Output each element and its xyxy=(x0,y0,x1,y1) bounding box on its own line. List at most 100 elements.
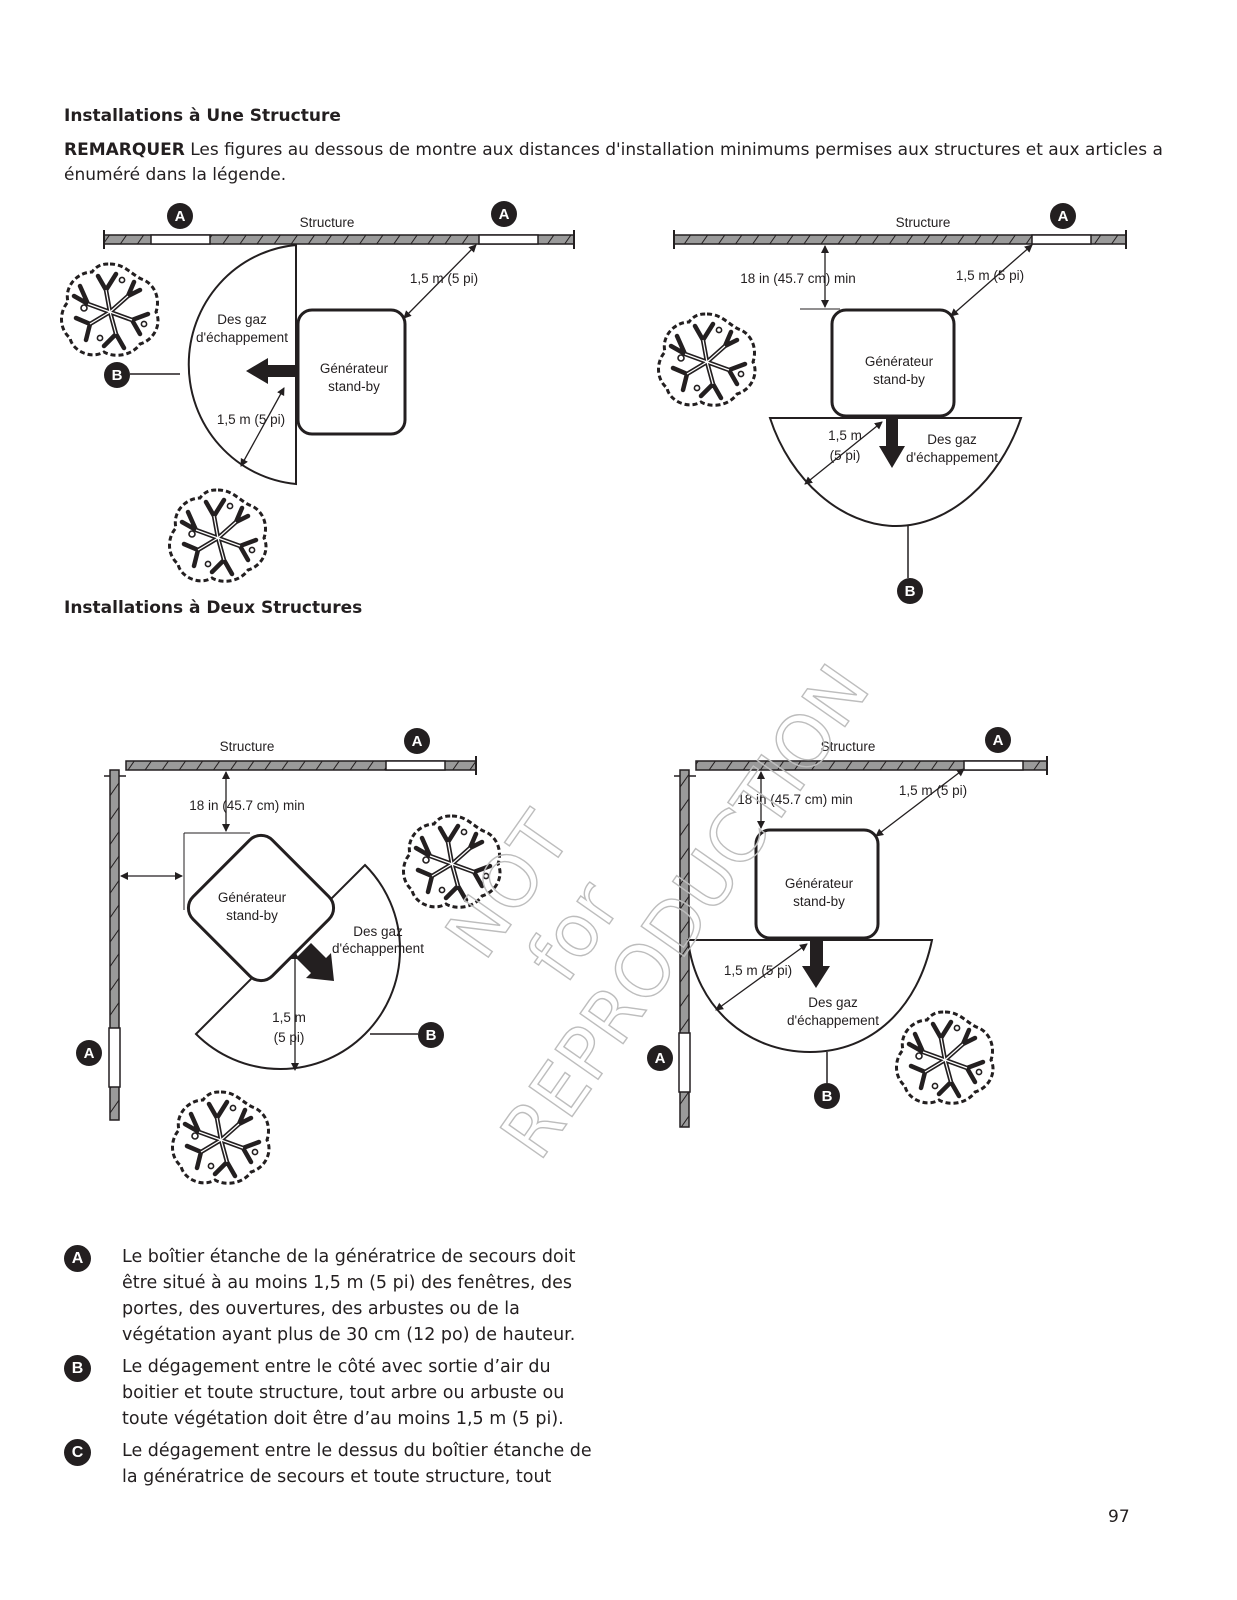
exhaust-zone xyxy=(187,243,297,486)
dimension-label: 1,5 m xyxy=(272,1010,306,1025)
dimension-label: (5 pi) xyxy=(830,448,861,463)
tree-icon xyxy=(173,1092,270,1183)
legend-text: Le dégagement entre le côté avec sortie … xyxy=(122,1357,565,1429)
marker-a-bubble: A xyxy=(404,728,430,754)
generator-label: Générateur xyxy=(865,354,934,369)
dimension-label: (5 pi) xyxy=(274,1030,305,1045)
exhaust-label: d'échappement xyxy=(787,1013,879,1028)
note-text: Les figures au dessous de montre aux dis… xyxy=(64,140,1163,185)
figure-two-structures-left: Structure A A 18 in (45.7 cm) min Généra… xyxy=(76,728,500,1183)
svg-text:A: A xyxy=(1058,208,1069,225)
legend-item-a: A Le boîtier étanche de la génératrice d… xyxy=(64,1244,584,1348)
figure-one-structure-right: Structure A 18 in (45.7 cm) min Générate… xyxy=(659,203,1127,604)
exhaust-arrow-icon xyxy=(246,358,296,384)
exhaust-label: d'échappement xyxy=(906,450,998,465)
svg-text:B: B xyxy=(822,1088,833,1105)
marker-a-bubble: A xyxy=(491,201,517,227)
svg-text:B: B xyxy=(112,367,123,384)
clearance-label: 18 in (45.7 cm) min xyxy=(740,271,856,286)
section-title-two-structures: Installations à Deux Structures xyxy=(64,598,363,618)
window-opening xyxy=(385,760,446,771)
tree-icon xyxy=(897,1012,994,1103)
window-opening xyxy=(108,1027,121,1088)
exhaust-arrow-icon xyxy=(802,940,830,988)
dimension-line xyxy=(715,943,808,1011)
generator-box xyxy=(186,833,336,983)
window-opening xyxy=(678,1032,691,1093)
dimension-label: 1,5 m (5 pi) xyxy=(410,271,478,286)
window-opening xyxy=(963,760,1024,771)
svg-text:A: A xyxy=(655,1050,666,1067)
tree-icon xyxy=(659,314,756,405)
svg-text:B: B xyxy=(426,1027,437,1044)
structure-wall xyxy=(109,769,120,1121)
marker-a-bubble: A xyxy=(647,1045,673,1071)
page-number: 97 xyxy=(1108,1507,1130,1527)
exhaust-arrow-icon xyxy=(296,943,334,981)
generator-box xyxy=(830,308,956,418)
svg-text:A: A xyxy=(993,732,1004,749)
dimension-line xyxy=(875,768,965,837)
generator-label: stand-by xyxy=(328,379,380,394)
dimension-label: 1,5 m (5 pi) xyxy=(899,783,967,798)
generator-box xyxy=(754,828,880,940)
exhaust-label: Des gaz xyxy=(217,312,267,327)
exhaust-label: d'échappement xyxy=(196,330,288,345)
generator-label: Générateur xyxy=(218,890,287,905)
tree-icon xyxy=(62,264,159,355)
dimension-line xyxy=(950,244,1033,317)
marker-a-bubble: A xyxy=(76,1040,102,1066)
svg-text:A: A xyxy=(84,1045,95,1062)
legend-text: Le dégagement entre le dessus du boîtier… xyxy=(122,1441,592,1487)
clearance-label: 18 in (45.7 cm) min xyxy=(189,798,305,813)
exhaust-arrow-icon xyxy=(879,418,905,468)
legend-item-b: B Le dégagement entre le côté avec sorti… xyxy=(64,1354,584,1434)
figure-two-structures-right: Structure A A 18 in (45.7 cm) min Généra… xyxy=(647,727,1048,1128)
structure-label: Structure xyxy=(821,739,876,754)
svg-text:A: A xyxy=(499,206,510,223)
generator-label: Générateur xyxy=(320,361,389,376)
dimension-line xyxy=(240,387,285,467)
legend-marker: C xyxy=(64,1439,91,1466)
generator-box xyxy=(296,308,407,436)
clearance-label: 18 in (45.7 cm) min xyxy=(737,792,853,807)
marker-a-bubble: A xyxy=(167,203,193,229)
window-opening xyxy=(1031,234,1092,245)
note-label: REMARQUER xyxy=(64,140,185,160)
structure-label: Structure xyxy=(896,215,951,230)
exhaust-label: Des gaz xyxy=(808,995,858,1010)
generator-label: stand-by xyxy=(793,894,845,909)
svg-text:B: B xyxy=(905,583,916,600)
figure-one-structure-left: Structure A A Générateur stand-by Des ga… xyxy=(62,201,575,581)
generator-label: Générateur xyxy=(785,876,854,891)
section-title-one-structure: Installations à Une Structure xyxy=(64,106,341,126)
note-paragraph: REMARQUER Les figures au dessous de mont… xyxy=(64,138,1164,188)
marker-b-bubble: B xyxy=(814,1083,840,1109)
marker-a-bubble: A xyxy=(985,727,1011,753)
exhaust-label: d'échappement xyxy=(332,941,424,956)
tree-icon xyxy=(170,490,267,581)
svg-text:A: A xyxy=(412,733,423,750)
window-opening xyxy=(478,234,539,245)
generator-label: stand-by xyxy=(226,908,278,923)
dimension-label: 1,5 m (5 pi) xyxy=(217,412,285,427)
exhaust-label: Des gaz xyxy=(927,432,977,447)
legend-item-c: C Le dégagement entre le dessus du boîti… xyxy=(64,1438,592,1494)
exhaust-label: Des gaz xyxy=(353,924,403,939)
dimension-line xyxy=(403,244,477,319)
marker-a-bubble: A xyxy=(1050,203,1076,229)
legend-marker: B xyxy=(64,1355,91,1382)
generator-label: stand-by xyxy=(873,372,925,387)
svg-text:A: A xyxy=(175,208,186,225)
dimension-label: 1,5 m (5 pi) xyxy=(956,268,1024,283)
marker-b-bubble: B xyxy=(897,578,923,604)
dimension-line xyxy=(804,421,883,485)
marker-b-bubble: B xyxy=(418,1022,444,1048)
window-opening xyxy=(150,234,211,245)
dimension-label: 1,5 m (5 pi) xyxy=(724,963,792,978)
legend-marker: A xyxy=(64,1245,91,1272)
structure-label: Structure xyxy=(300,215,355,230)
legend-text: Le boîtier étanche de la génératrice de … xyxy=(122,1247,576,1345)
dimension-label: 1,5 m xyxy=(828,428,862,443)
